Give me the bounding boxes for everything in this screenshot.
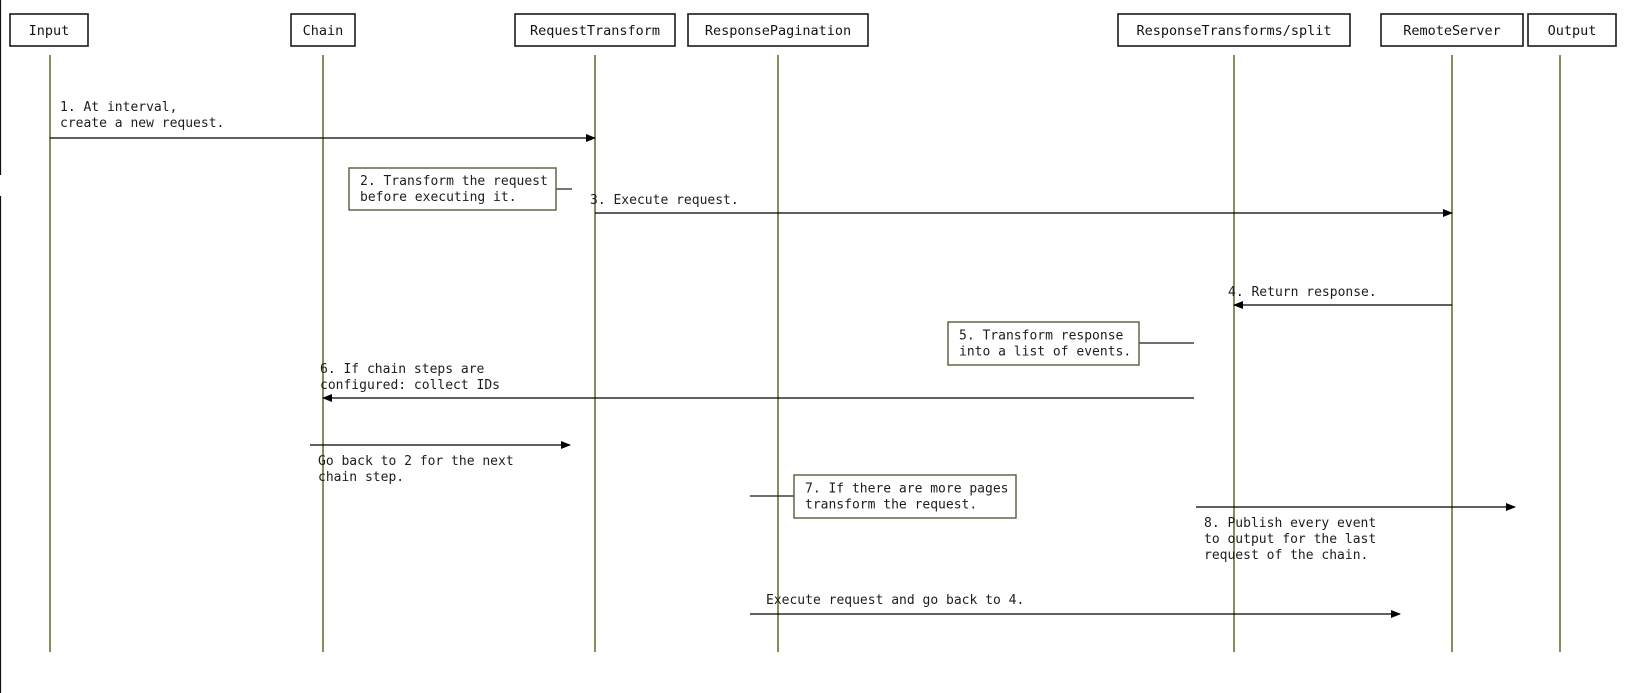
participant-frame-chain: [290, 13, 356, 47]
participant-label-reqtrans: RequestTransform: [530, 23, 660, 39]
message-label-msg-1: 1. At interval,create a new request.: [60, 100, 224, 131]
participant-label-resppage: ResponsePagination: [705, 23, 851, 39]
message-msg-3: 3. Execute request.: [590, 193, 1453, 217]
participant-frame-input: [9, 13, 89, 47]
participant-resppage[interactable]: ResponsePagination: [687, 13, 869, 47]
note-frame-note-5: [947, 321, 1140, 366]
participant-frame-remote: [1380, 13, 1524, 47]
participant-reqtrans[interactable]: RequestTransform: [514, 13, 676, 47]
participant-resptrans[interactable]: ResponseTransforms/split: [1117, 13, 1351, 47]
participant-label-resptrans: ResponseTransforms/split: [1136, 23, 1331, 39]
participant-frame-resptrans: [1117, 13, 1351, 47]
participant-input[interactable]: Input: [9, 13, 89, 47]
participant-remote[interactable]: RemoteServer: [1380, 13, 1524, 47]
participant-frame-output: [1527, 13, 1617, 47]
participant-chain[interactable]: Chain: [290, 13, 356, 47]
participant-output[interactable]: Output: [1527, 13, 1617, 47]
message-msg-4: 4. Return response.: [1228, 285, 1452, 309]
participants-layer: Input Chain RequestTransform ResponsePagina…: [9, 13, 1617, 47]
message-msg-execute-goback4: Execute request and go back to 4.: [750, 593, 1401, 618]
participant-label-output: Output: [1548, 23, 1597, 39]
messages-layer: 1. At interval,create a new request. 3. E…: [50, 100, 1516, 618]
participant-label-remote: RemoteServer: [1403, 23, 1501, 39]
message-msg-1: 1. At interval,create a new request.: [50, 100, 596, 142]
message-label-msg-3: 3. Execute request.: [590, 193, 739, 208]
message-label-msg-execute-goback4: Execute request and go back to 4.: [766, 593, 1024, 608]
participant-frame-resppage: [687, 13, 869, 47]
note-frame-note-7: [793, 474, 1017, 519]
message-label-msg-4: 4. Return response.: [1228, 285, 1377, 300]
lifelines-layer: [49, 55, 1561, 652]
note-frame-note-2: [348, 167, 557, 211]
participant-frame-reqtrans: [514, 13, 676, 47]
participant-label-chain: Chain: [303, 23, 344, 39]
participant-label-input: Input: [29, 23, 70, 39]
